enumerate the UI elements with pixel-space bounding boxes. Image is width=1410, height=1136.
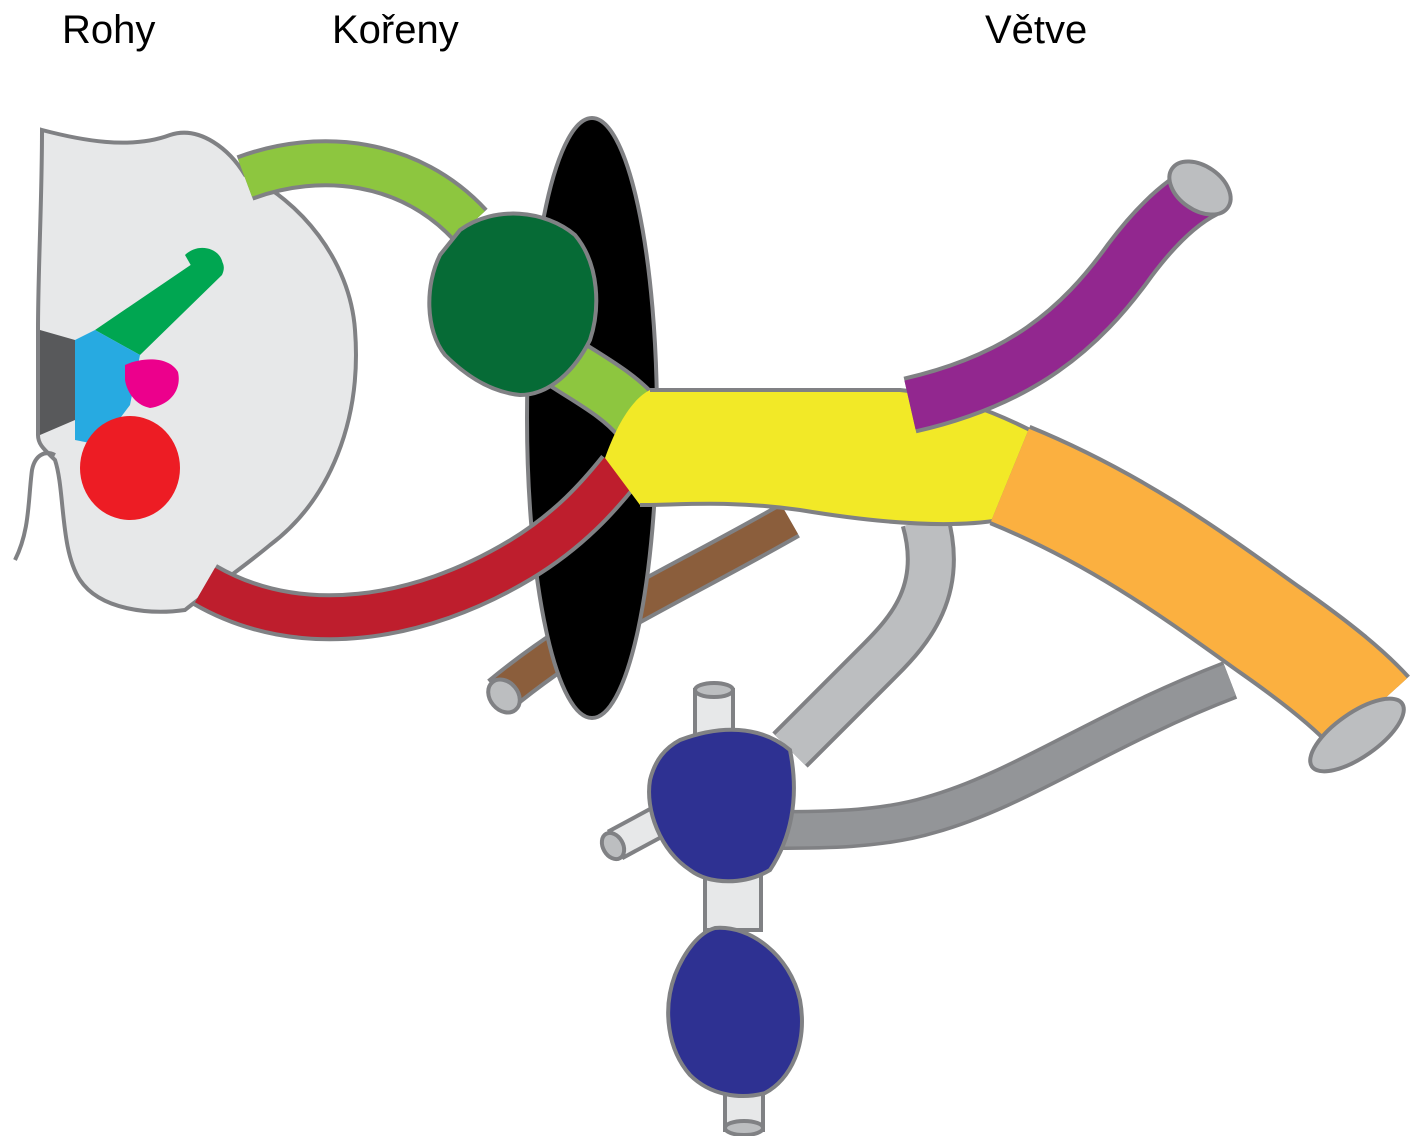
- central-canal: [40, 330, 75, 435]
- median-fissure: [15, 453, 55, 560]
- sympathetic-ganglion-upper: [649, 730, 794, 881]
- sympathetic-trunk-top: [695, 683, 733, 697]
- sympathetic-trunk-bottom: [725, 1121, 763, 1135]
- spinal-ganglion: [429, 214, 596, 395]
- ventral-horn: [80, 416, 180, 520]
- sympathetic-ganglion-lower: [668, 928, 802, 1096]
- white-ramus: [790, 520, 931, 750]
